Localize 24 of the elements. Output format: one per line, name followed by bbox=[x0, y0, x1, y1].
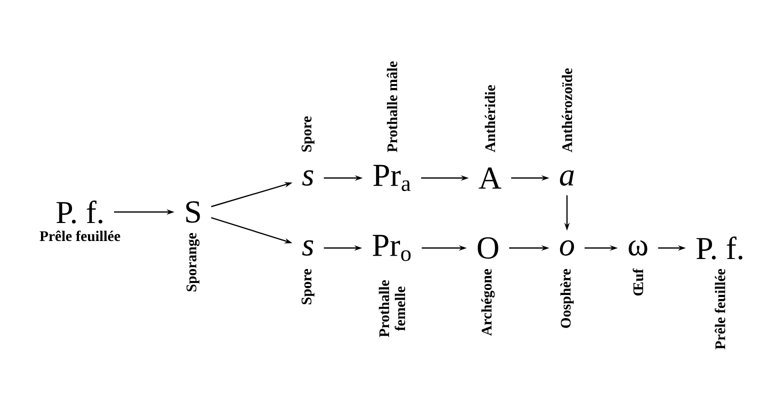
node-label: Prêle feuillée bbox=[714, 268, 726, 350]
symbol: Pr$_{o}$ bbox=[372, 234, 411, 262]
symbol: P. f. bbox=[56, 200, 102, 224]
symbol: o bbox=[560, 240, 574, 256]
symbol: ω bbox=[628, 240, 648, 256]
node-label: Archégone bbox=[481, 269, 495, 336]
node-label: Oosphère bbox=[560, 269, 574, 328]
node-label: Sporange bbox=[186, 233, 200, 292]
node-label: Anthéridie bbox=[484, 85, 496, 152]
node-label: Spore bbox=[302, 116, 314, 152]
symbol: P. f. bbox=[696, 236, 742, 260]
symbol: Pr$_{a}$ bbox=[373, 164, 411, 192]
symbol: s bbox=[302, 240, 314, 256]
node-label: Anthérozoïde bbox=[562, 68, 572, 152]
node-label: Prothalle femelle bbox=[378, 280, 406, 338]
symbol: A bbox=[478, 167, 502, 189]
node-label: Prêle feuillée bbox=[40, 230, 120, 242]
symbol: a bbox=[560, 170, 574, 186]
symbol: O bbox=[478, 237, 498, 259]
node-label: Spore bbox=[302, 269, 314, 304]
symbol: s bbox=[302, 170, 314, 186]
node-label: Œuf bbox=[632, 268, 644, 296]
symbol: S bbox=[186, 201, 200, 223]
node-label: Prothalle mâle bbox=[386, 61, 398, 152]
